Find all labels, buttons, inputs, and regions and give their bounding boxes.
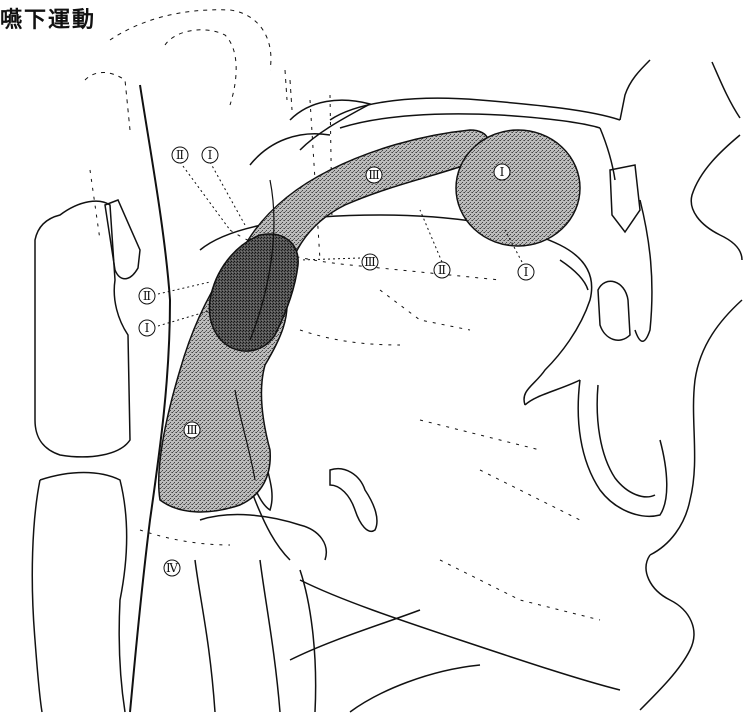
svg-text:Ⅱ: Ⅱ — [176, 148, 184, 162]
svg-text:Ⅰ: Ⅰ — [145, 321, 150, 335]
svg-text:Ⅰ: Ⅰ — [500, 165, 505, 179]
label-pointer-1-top: Ⅰ — [202, 147, 218, 163]
label-blob-3-upper: Ⅲ — [366, 167, 382, 183]
svg-text:Ⅳ: Ⅳ — [166, 561, 179, 575]
svg-text:Ⅱ: Ⅱ — [438, 263, 446, 277]
label-blob-1: Ⅰ — [494, 164, 510, 180]
label-pointer-2-top: Ⅱ — [172, 147, 188, 163]
mandible — [290, 380, 667, 712]
label-pointer-2-mid: Ⅱ — [434, 262, 450, 278]
svg-text:Ⅲ: Ⅲ — [186, 423, 198, 437]
bolus-stage-1 — [456, 130, 580, 246]
hyoid-bone — [330, 469, 377, 532]
svg-text:Ⅰ: Ⅰ — [524, 265, 529, 279]
svg-text:Ⅲ: Ⅲ — [368, 168, 380, 182]
label-stage-4: Ⅳ — [164, 560, 180, 576]
label-pointer-3-mid: Ⅲ — [362, 254, 378, 270]
teeth-incisors — [598, 165, 652, 341]
skull-outline — [85, 10, 292, 130]
svg-text:Ⅰ: Ⅰ — [208, 148, 213, 162]
cervical-vertebrae — [32, 200, 140, 712]
label-pointer-1-mid: Ⅰ — [518, 264, 534, 280]
svg-text:Ⅱ: Ⅱ — [143, 289, 151, 303]
pharyngeal-wall — [130, 85, 170, 712]
label-pointer-1-left: Ⅰ — [139, 320, 155, 336]
face-profile — [640, 62, 742, 710]
bolus-stage-2 — [209, 234, 298, 351]
label-blob-3-lower: Ⅲ — [184, 422, 200, 438]
label-pointer-2-left: Ⅱ — [139, 288, 155, 304]
svg-text:Ⅲ: Ⅲ — [364, 255, 376, 269]
